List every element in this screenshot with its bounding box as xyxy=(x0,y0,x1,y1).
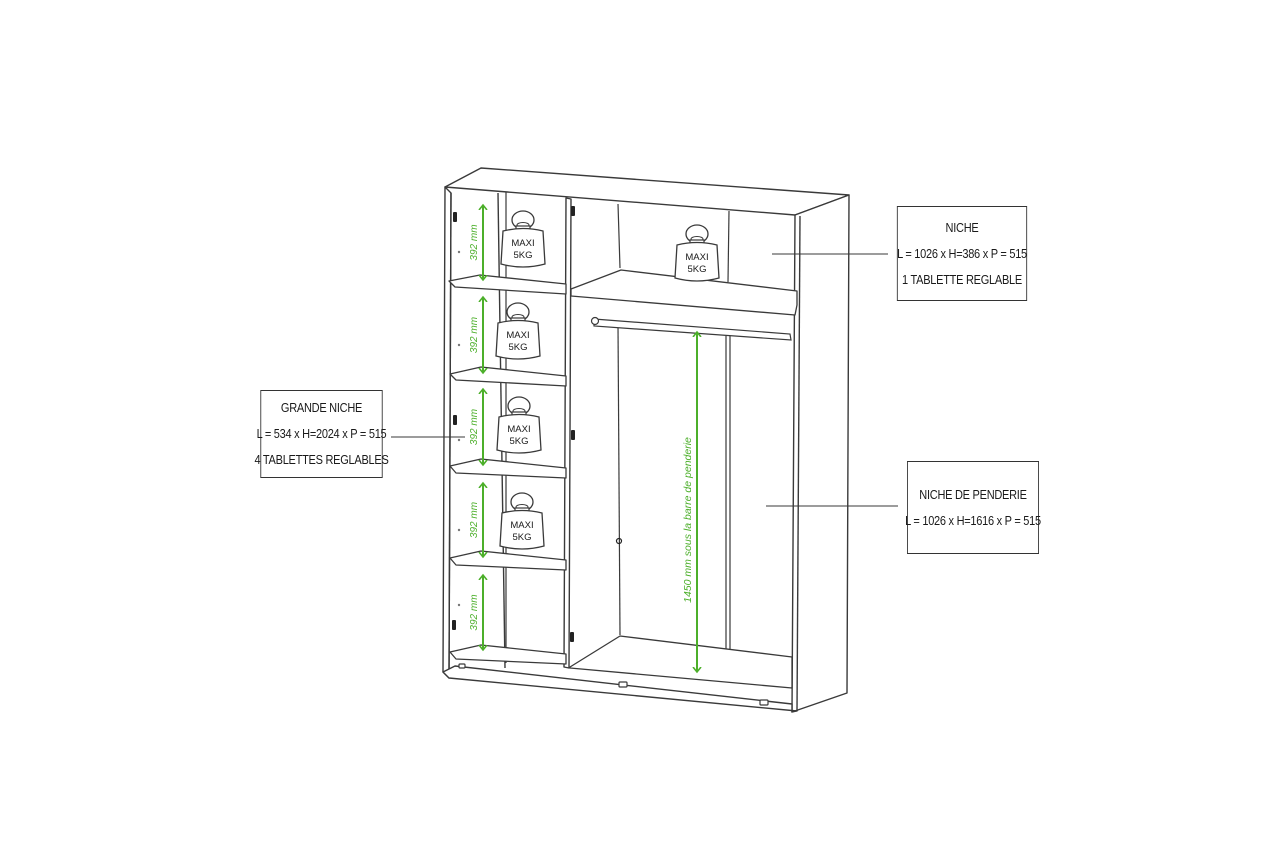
right-bottom xyxy=(569,635,793,689)
weight-label-line1: MAXI xyxy=(511,238,534,249)
label-niche-title: NICHE xyxy=(945,220,979,235)
dimension-arrow-left-1: 392 mm xyxy=(469,205,483,280)
dimension-label-hanging: 1450 mm sous la barre de penderie xyxy=(682,437,694,603)
leader-lines xyxy=(391,253,898,507)
right-side-panel xyxy=(791,194,850,713)
dimension-arrow-left-5: 392 mm xyxy=(469,575,483,650)
label-grande-niche-title: GRANDE NICHE xyxy=(280,401,363,415)
label-grande-niche-dims: L = 534 x H=2024 x P = 515 xyxy=(256,427,387,441)
dimension-label-left-3: 392 mm xyxy=(469,409,480,445)
dimension-label-left-1: 392 mm xyxy=(469,224,480,260)
weight-label-line1: MAXI xyxy=(510,520,533,531)
label-niche-note: 1 TABLETTE REGLABLE xyxy=(902,272,1022,287)
back-left-edge xyxy=(448,192,452,679)
weight-label-line1: MAXI xyxy=(685,252,708,263)
left-shelf-4 xyxy=(449,550,567,571)
label-grande-niche-note: 4 TABLETTES REGLABLES xyxy=(254,453,389,467)
measurement-arrows: 392 mm 392 mm 392 mm 392 mm 392 mm 1450 mm so… xyxy=(469,205,697,672)
weight-label-line2: 5KG xyxy=(509,436,528,447)
label-niche-dims: L = 1026 x H=386 x P = 515 xyxy=(897,246,1027,261)
dimension-arrow-left-4: 392 mm xyxy=(469,483,483,557)
label-penderie-dims: L = 1026 x H=1616 x P = 515 xyxy=(905,513,1041,528)
right-shelf xyxy=(570,269,798,316)
label-niche-penderie: NICHE DE PENDERIE L = 1026 x H=1616 x P … xyxy=(905,461,1041,554)
weight-label-line2: 5KG xyxy=(687,264,706,275)
dimension-label-left-5: 392 mm xyxy=(469,594,480,630)
shelf-pins xyxy=(457,250,461,607)
feet xyxy=(458,663,769,706)
cabinet-outline xyxy=(442,167,850,713)
left-shelf-2 xyxy=(449,366,567,387)
left-bottom xyxy=(449,644,567,665)
label-penderie-title: NICHE DE PENDERIE xyxy=(919,487,1027,502)
label-grande-niche: GRANDE NICHE L = 534 x H=2024 x P = 515 … xyxy=(254,390,389,478)
left-shelf-3 xyxy=(449,458,567,479)
dimension-label-left-2: 392 mm xyxy=(469,317,480,353)
dimension-arrow-left-2: 392 mm xyxy=(469,297,483,373)
bottom-panel xyxy=(442,665,798,713)
dimension-arrow-hanging: 1450 mm sous la barre de penderie xyxy=(682,332,697,672)
dimension-arrow-left-3: 392 mm xyxy=(469,389,483,465)
hanging-rod xyxy=(590,316,792,341)
central-divider xyxy=(563,197,572,669)
weight-label-line2: 5KG xyxy=(513,250,532,261)
hinge-icons xyxy=(452,206,623,642)
weight-label-line1: MAXI xyxy=(506,330,529,341)
label-niche: NICHE L = 1026 x H=386 x P = 515 1 TABLE… xyxy=(896,206,1027,301)
weight-label-line2: 5KG xyxy=(512,532,531,543)
dimension-label-left-4: 392 mm xyxy=(469,502,480,538)
weight-label-line2: 5KG xyxy=(508,342,527,353)
left-shelf-1 xyxy=(448,274,567,295)
weight-label-line1: MAXI xyxy=(507,424,530,435)
